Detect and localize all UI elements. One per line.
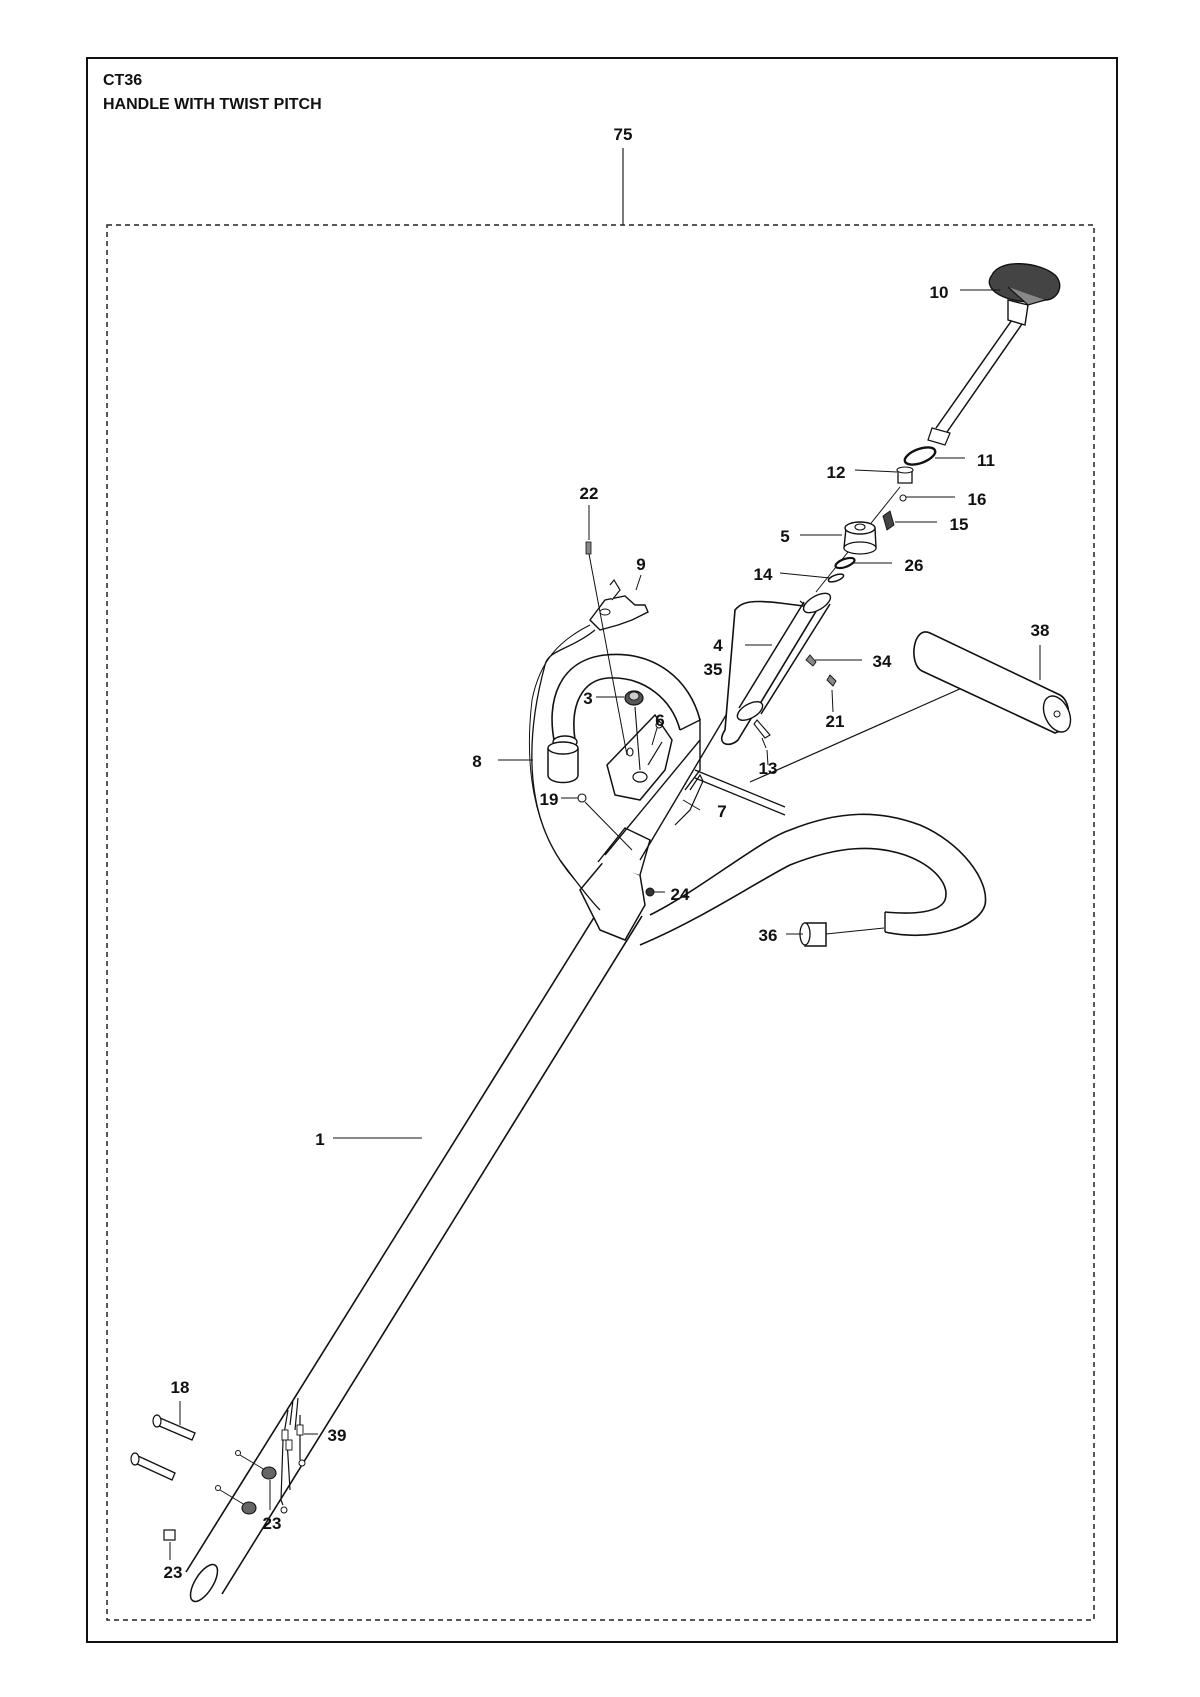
part-34-screw: [805, 654, 817, 667]
part-11-washer: [903, 446, 937, 466]
callout-21: 21: [826, 712, 845, 731]
callout-11: 11: [977, 451, 995, 470]
callout-75: 75: [614, 125, 633, 144]
callout-14: 14: [754, 565, 773, 584]
callout-7: 7: [717, 802, 726, 821]
callout-24: 24: [671, 885, 690, 904]
callout-16: 16: [968, 490, 987, 509]
callout-23b: 23: [164, 1563, 183, 1582]
callout-6: 6: [655, 711, 664, 730]
part-36-end-cap: [799, 922, 885, 947]
part-7-bracket: [674, 773, 704, 826]
diagram-title: HANDLE WITH TWIST PITCH: [103, 96, 322, 113]
callout-1: 1: [315, 1130, 324, 1149]
part-23-nuts: [163, 1466, 277, 1541]
callout-8: 8: [472, 752, 481, 771]
part-5-collar: [843, 521, 877, 555]
part-24-nut: [645, 887, 655, 897]
callout-5: 5: [780, 527, 789, 546]
part-26-oring: [834, 556, 856, 570]
part-18-bolts: [130, 1414, 196, 1481]
drawing-frame: [86, 57, 1118, 1643]
part-39-wires: [280, 1397, 306, 1514]
callout-22: 22: [580, 484, 599, 503]
part-22-screw: [585, 541, 628, 756]
callout-34: 34: [873, 652, 892, 671]
callout-9: 9: [636, 555, 645, 574]
model-code: CT36: [103, 72, 143, 89]
part-4-tube: [720, 592, 832, 746]
handle-clamp: [579, 827, 651, 941]
part-21-screw: [826, 674, 837, 687]
callout-26: 26: [905, 556, 924, 575]
part-3-knob: [624, 690, 644, 771]
callout-12: 12: [827, 463, 846, 482]
callout-18: 18: [171, 1378, 190, 1397]
callout-15: 15: [950, 515, 969, 534]
part-1-main-shaft: [185, 894, 643, 1603]
loop-handle: [547, 653, 701, 791]
part-14-ring: [827, 573, 845, 583]
part-13-pin: [753, 719, 771, 739]
callout-36: 36: [759, 926, 778, 945]
bike-handle-bar: [639, 679, 987, 946]
part-15-spring: [882, 510, 895, 531]
callout-35: 35: [704, 660, 723, 679]
callout-38: 38: [1031, 621, 1050, 640]
part-10-knob-rod: [927, 263, 1061, 446]
part-8-cable: [531, 629, 601, 911]
callout-4: 4: [713, 636, 723, 655]
assembly-boundary-75: [106, 224, 1095, 1621]
callout-13: 13: [759, 759, 778, 778]
leader-lines: [169, 289, 1041, 1560]
callout-23a: 23: [263, 1514, 282, 1533]
callout-19: 19: [540, 790, 559, 809]
part-9-throttle-lever: [589, 578, 649, 631]
part-16-ball: [899, 494, 907, 502]
part-38-grip: [913, 631, 1072, 734]
callout-39: 39: [328, 1426, 347, 1445]
upper-shaft: [604, 699, 736, 861]
callout-10: 10: [930, 283, 949, 302]
callout-3: 3: [583, 689, 592, 708]
